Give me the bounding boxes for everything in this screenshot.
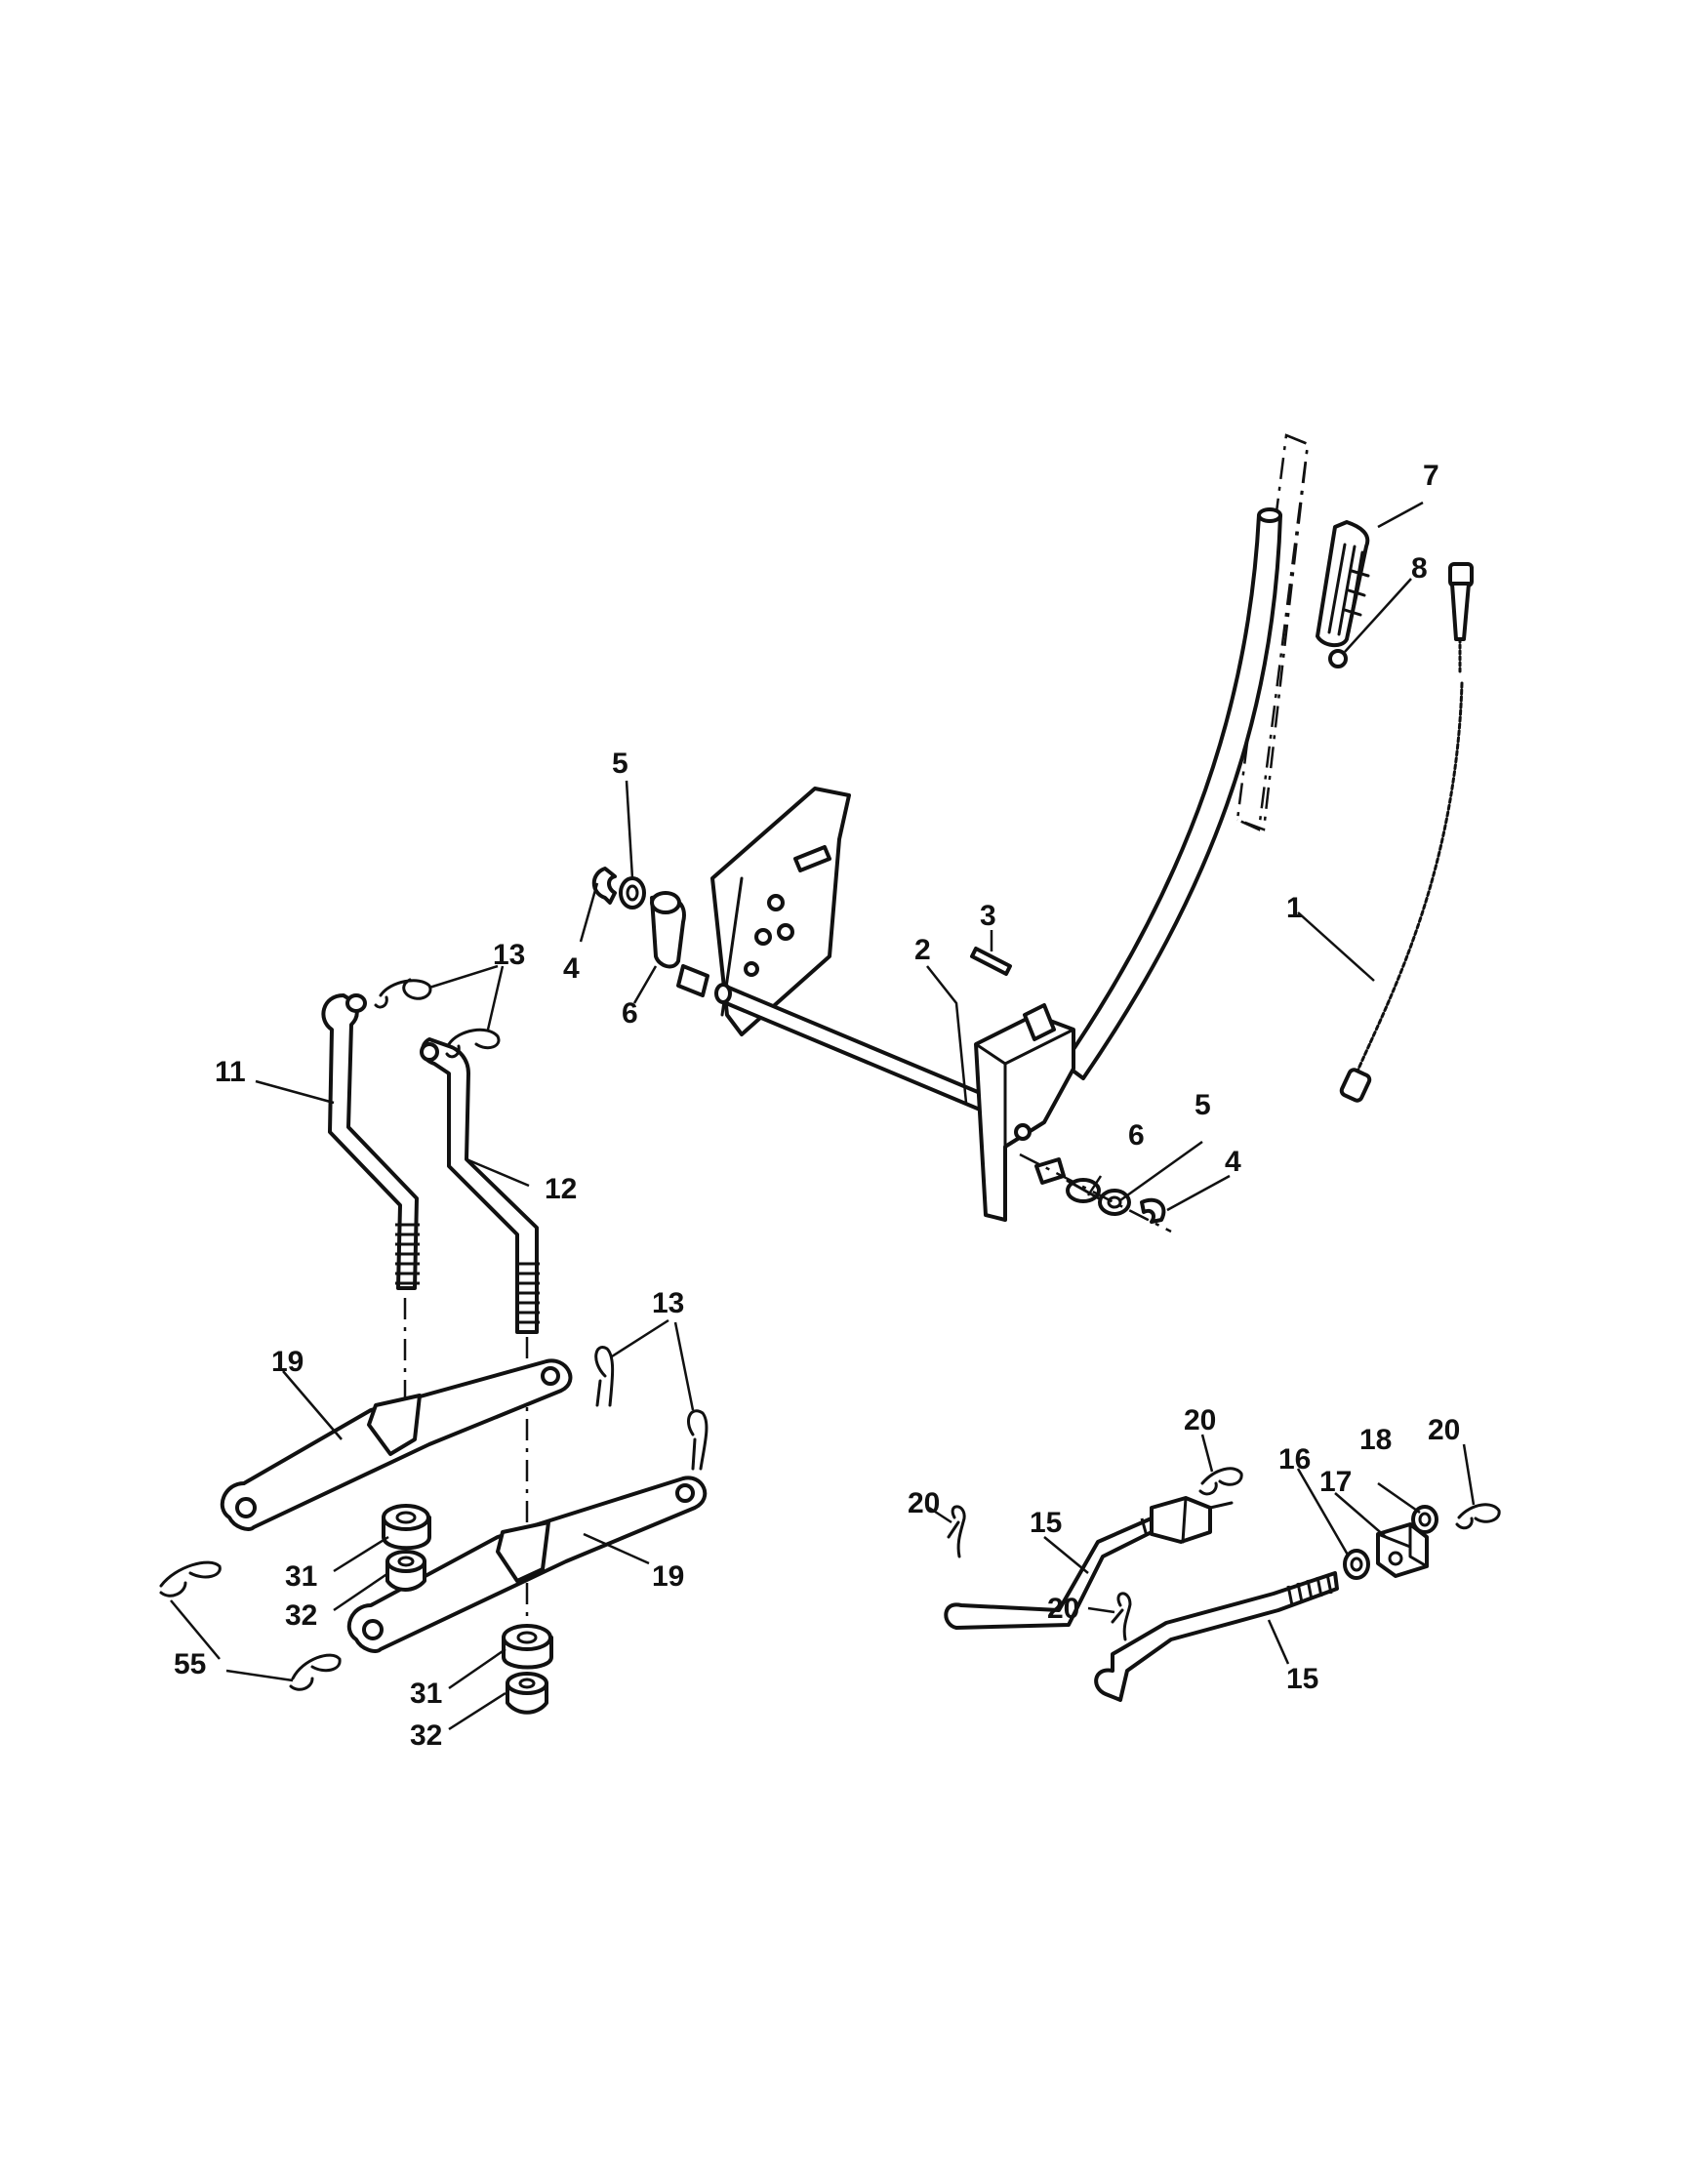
leader-lines — [170, 501, 1476, 1731]
part-nut-lower — [506, 1672, 548, 1715]
callout-3: 3 — [980, 900, 996, 932]
callout-32-lower: 32 — [410, 1719, 442, 1752]
callout-20-right: 20 — [1428, 1414, 1460, 1446]
part-mounting-plate — [710, 787, 851, 1036]
part-adjust-rod-lower — [1094, 1571, 1339, 1702]
callout-16: 16 — [1278, 1443, 1311, 1476]
callout-6-left: 6 — [622, 997, 638, 1030]
part-cable — [1339, 562, 1474, 1103]
part-bushing-upper — [382, 1504, 431, 1551]
callout-labels: 1 2 3 4 4 5 5 6 6 7 8 11 12 13 13 15 15 … — [174, 460, 1460, 1752]
part-handle-grip — [1235, 433, 1370, 831]
callout-7: 7 — [1423, 460, 1439, 492]
part-lift-handle — [1062, 507, 1282, 1080]
callout-19-upper: 19 — [271, 1346, 304, 1378]
part-hairpin-clips-top — [374, 978, 501, 1059]
callout-6-right: 6 — [1128, 1119, 1145, 1152]
callout-1: 1 — [1286, 892, 1303, 924]
callout-13-top: 13 — [493, 939, 525, 971]
callout-32-upper: 32 — [285, 1599, 317, 1632]
part-left-washer — [619, 876, 646, 910]
callout-17: 17 — [1319, 1466, 1352, 1498]
callout-5-right: 5 — [1195, 1089, 1211, 1121]
part-hairpin-clips-20 — [947, 1467, 1501, 1641]
callout-19-lower: 19 — [652, 1560, 684, 1593]
callout-31-upper: 31 — [285, 1560, 317, 1593]
part-left-clip — [591, 867, 617, 905]
part-right-clip — [1140, 1197, 1166, 1224]
callout-15-upper: 15 — [1030, 1507, 1062, 1539]
part-left-bushing — [650, 891, 686, 969]
callout-20-top: 20 — [1184, 1404, 1216, 1436]
callout-31-lower: 31 — [410, 1678, 442, 1710]
callout-12: 12 — [545, 1173, 577, 1205]
callout-20-middle: 20 — [1047, 1593, 1079, 1625]
part-hairpin-clips-55 — [159, 1560, 342, 1691]
callout-13-lower: 13 — [652, 1287, 684, 1319]
part-shaft-bracket — [974, 1003, 1075, 1222]
part-adjust-rod-upper — [944, 1496, 1234, 1630]
callout-20-left: 20 — [908, 1487, 940, 1519]
callout-18: 18 — [1359, 1424, 1392, 1456]
callout-4-right: 4 — [1225, 1146, 1241, 1178]
part-bushing-lower — [502, 1624, 553, 1670]
part-block-17 — [1376, 1522, 1429, 1578]
part-pin — [970, 947, 1012, 976]
callout-5-left: 5 — [612, 748, 628, 780]
callout-8: 8 — [1411, 552, 1428, 585]
part-lift-link-right — [420, 1037, 540, 1334]
callout-11: 11 — [215, 1056, 246, 1088]
callout-2: 2 — [914, 934, 931, 966]
callout-15-lower: 15 — [1286, 1663, 1318, 1695]
part-lift-arm-lower — [346, 1476, 708, 1653]
part-hairpin-clips-lower — [594, 1346, 709, 1471]
part-cross-shaft — [676, 964, 1017, 1124]
part-right-washer — [1098, 1189, 1131, 1216]
part-nut-16 — [1343, 1549, 1370, 1580]
part-lift-link-left — [321, 993, 420, 1290]
part-nut-upper — [385, 1550, 426, 1592]
callout-4-left: 4 — [563, 952, 580, 985]
part-lift-arm-upper — [220, 1358, 573, 1531]
callout-55: 55 — [174, 1648, 206, 1680]
